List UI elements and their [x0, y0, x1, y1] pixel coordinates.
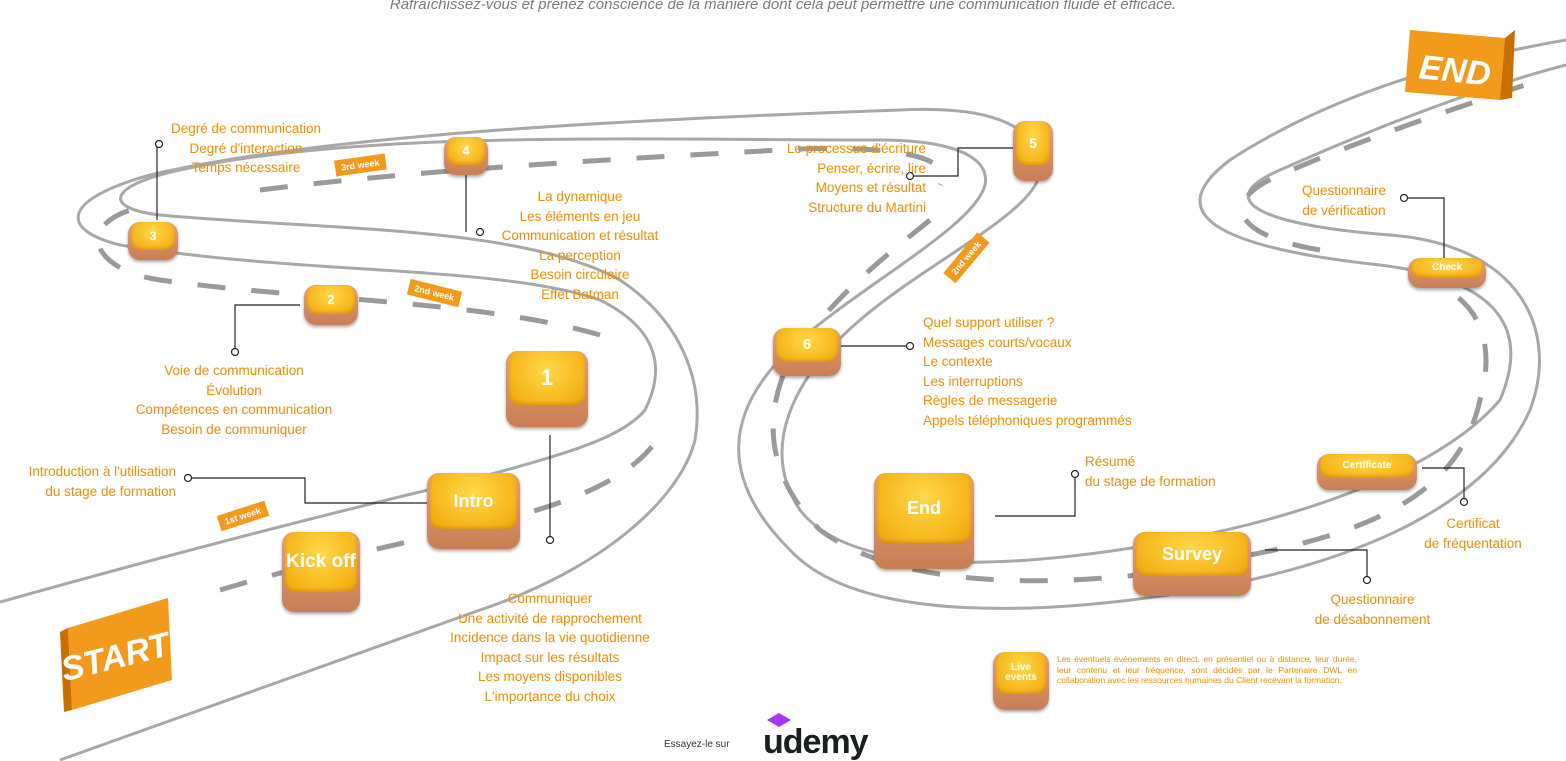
label-module-6: Quel support utiliser ?Messages courts/v…: [923, 315, 1132, 428]
key-kickoff[interactable]: Kick off: [282, 532, 360, 612]
key-4[interactable]: 4: [444, 137, 488, 175]
connector-dots: [154, 139, 1469, 585]
key-1[interactable]: 1: [506, 351, 588, 427]
key-6[interactable]: 6: [773, 328, 841, 376]
key-check[interactable]: Check: [1408, 258, 1486, 288]
key-5[interactable]: 5: [1013, 121, 1053, 181]
udemy-brand: udemy: [763, 723, 869, 761]
key-survey[interactable]: Survey: [1133, 532, 1251, 596]
start-sign: START: [57, 598, 177, 712]
udemy-prefix: Essayez-le sur: [664, 739, 730, 750]
key-2[interactable]: 2: [304, 285, 358, 325]
udemy-logo[interactable]: udemy: [763, 713, 869, 761]
key-certificate[interactable]: Certificate: [1317, 454, 1417, 490]
key-intro[interactable]: Intro: [427, 473, 520, 549]
live-events-note: Les éventuels événements en direct, en p…: [1057, 654, 1357, 685]
end-sign-text: END: [1417, 48, 1492, 93]
udemy-hat-icon: [767, 713, 791, 727]
connector-lines: [156, 143, 1465, 580]
key-3[interactable]: 3: [128, 222, 178, 260]
end-sign: END: [1405, 30, 1515, 100]
key-end[interactable]: End: [874, 473, 974, 569]
key-live-events[interactable]: Live events: [993, 652, 1049, 710]
subtitle: Rafraîchissez-vous et prenez conscience …: [389, 0, 1177, 13]
